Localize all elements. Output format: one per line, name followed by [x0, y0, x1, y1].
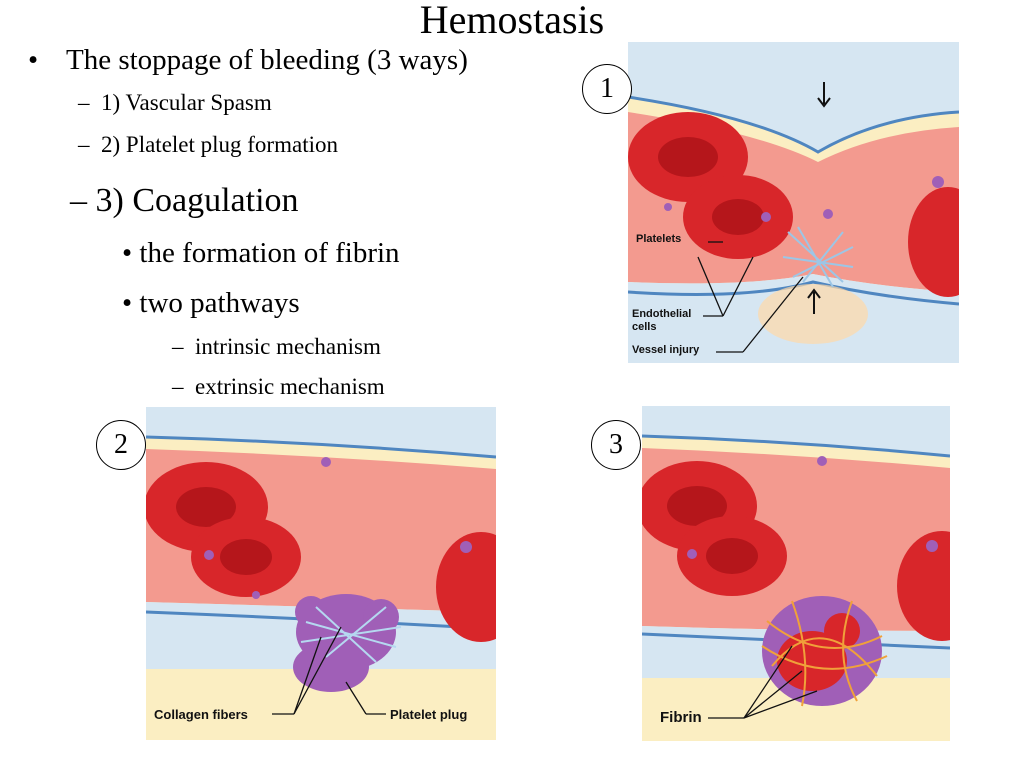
- red-blood-cell-center: [706, 538, 758, 574]
- pathway-intrinsic-text: intrinsic mechanism: [195, 334, 381, 359]
- label-vessel-injury: Vessel injury: [632, 344, 700, 356]
- red-blood-cell: [908, 187, 959, 297]
- vascular-spasm-svg: [628, 42, 959, 363]
- pathway-extrinsic: – extrinsic mechanism: [172, 374, 385, 400]
- dash-marker: –: [70, 182, 87, 219]
- coagulation-svg: [642, 406, 950, 741]
- upper-vessel-wall: [642, 406, 950, 456]
- red-blood-cell-center: [667, 486, 727, 526]
- label-leader-lines: [697, 241, 804, 353]
- lower-wall-line: [628, 280, 959, 306]
- dash-marker: –: [78, 90, 90, 115]
- label-platelets: Platelets: [636, 233, 682, 245]
- arrowhead: [807, 288, 821, 299]
- coag-bullet-fibrin: • the formation of fibrin: [122, 237, 400, 270]
- upper-vessel-wall: [628, 42, 959, 152]
- upper-wall-line: [146, 435, 496, 459]
- vascular-spasm-illustration: Platelets Endothelial cells Vessel injur…: [628, 42, 959, 363]
- bullet-dot: •: [122, 287, 133, 319]
- label-endothelial-cells: Endothelial cells: [632, 308, 691, 334]
- red-blood-cell: [436, 532, 496, 642]
- coag-bullet-pathways-text: two pathways: [139, 287, 300, 319]
- platelet-plug-svg: [146, 407, 496, 740]
- sub-bullet-plug-text: 2) Platelet plug formation: [101, 132, 338, 157]
- label-endothelial-line1: Endothelial: [632, 308, 692, 320]
- bullet-dot: •: [122, 237, 133, 269]
- label-leader-lines: [708, 645, 818, 719]
- red-blood-cell-center: [658, 137, 718, 177]
- upper-wall-line: [642, 434, 950, 458]
- label-fibrin: Fibrin: [660, 709, 702, 726]
- upper-wall-line: [628, 95, 959, 154]
- red-blood-cell-center: [176, 487, 236, 527]
- sub-bullet-plug: – 2) Platelet plug formation: [78, 132, 338, 158]
- label-endothelial-line2: cells: [632, 321, 657, 333]
- coag-bullet-pathways: • two pathways: [122, 287, 300, 320]
- pathway-intrinsic: – intrinsic mechanism: [172, 334, 381, 360]
- platelets: [687, 456, 938, 559]
- step-3-marker: 3: [591, 420, 641, 470]
- step-1-marker: 1: [582, 64, 632, 114]
- slide-title: Hemostasis: [419, 0, 605, 42]
- dash-marker: –: [172, 374, 184, 399]
- sub-bullet-spasm: – 1) Vascular Spasm: [78, 90, 272, 116]
- red-blood-cell-center: [712, 199, 764, 235]
- red-blood-cell-center: [220, 539, 272, 575]
- collagen-fibers: [300, 606, 402, 663]
- coagulation-illustration: Fibrin: [642, 406, 950, 741]
- label-leader-lines: [272, 626, 386, 715]
- red-blood-cell: [897, 531, 950, 641]
- pathway-extrinsic-text: extrinsic mechanism: [195, 374, 385, 399]
- dash-marker: –: [78, 132, 90, 157]
- sub-bullet-coagulation-text: 3) Coagulation: [95, 182, 299, 219]
- bullet-dot: •: [28, 44, 39, 76]
- sub-bullet-coagulation: – 3) Coagulation: [70, 182, 299, 220]
- step-2-marker: 2: [96, 420, 146, 470]
- dash-marker: –: [172, 334, 184, 359]
- label-collagen-fibers: Collagen fibers: [154, 707, 248, 722]
- sub-bullet-spasm-text: 1) Vascular Spasm: [101, 90, 272, 115]
- upper-vessel-wall: [146, 407, 496, 457]
- platelets: [664, 176, 944, 222]
- platelets: [204, 457, 472, 599]
- label-platelet-plug: Platelet plug: [390, 707, 468, 722]
- coag-bullet-fibrin-text: the formation of fibrin: [139, 237, 400, 269]
- arrowhead: [817, 97, 831, 108]
- main-bullet-text: The stoppage of bleeding (3 ways): [66, 44, 468, 76]
- platelet-plug-illustration: Collagen fibers Platelet plug: [146, 407, 496, 740]
- collagen-fibers-exposed: [782, 226, 854, 288]
- fibrin-strands: [761, 600, 888, 707]
